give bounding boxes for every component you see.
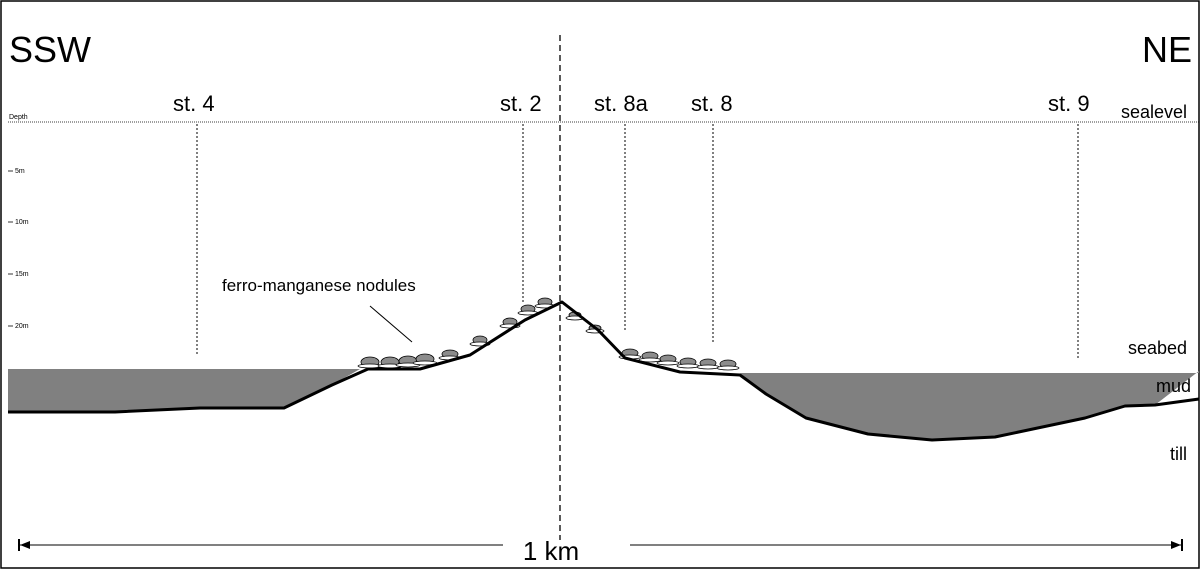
depth-tick-label: 20m — [15, 323, 29, 330]
station-label-st8a: st. 8a — [594, 91, 649, 116]
station-label-st2: st. 2 — [500, 91, 542, 116]
station-label-st8: st. 8 — [691, 91, 733, 116]
callout-leader — [369, 305, 413, 343]
depth-tick-label: 10m — [15, 219, 29, 226]
layer-label-till: till — [1170, 444, 1187, 464]
layer-label-seabed: seabed — [1128, 338, 1187, 358]
depth-axis-title: Depth — [9, 114, 28, 121]
mud-layer-right — [740, 371, 1199, 440]
depth-tick-label: 5m — [15, 168, 25, 175]
depth-tick-label: 15m — [15, 271, 29, 278]
scale-bar: 1 km — [18, 536, 1183, 566]
layer-label-mud: mud — [1156, 376, 1191, 396]
scale-bar-right-arrow — [1171, 541, 1181, 549]
direction-left: SSW — [9, 29, 91, 70]
depth-axis: Depth 5m 10m 15m 20m — [8, 114, 29, 330]
callout-label: ferro-manganese nodules — [222, 276, 416, 295]
nodule-cluster-right — [565, 311, 740, 371]
scale-bar-label: 1 km — [523, 536, 579, 566]
direction-right: NE — [1142, 29, 1192, 70]
station-label-st9: st. 9 — [1048, 91, 1090, 116]
station-label-st4: st. 4 — [173, 91, 215, 116]
mud-layer-left — [8, 369, 360, 412]
scale-bar-left-arrow — [20, 541, 30, 549]
layer-label-sealevel: sealevel — [1121, 102, 1187, 122]
seabed-profile — [8, 300, 1200, 442]
